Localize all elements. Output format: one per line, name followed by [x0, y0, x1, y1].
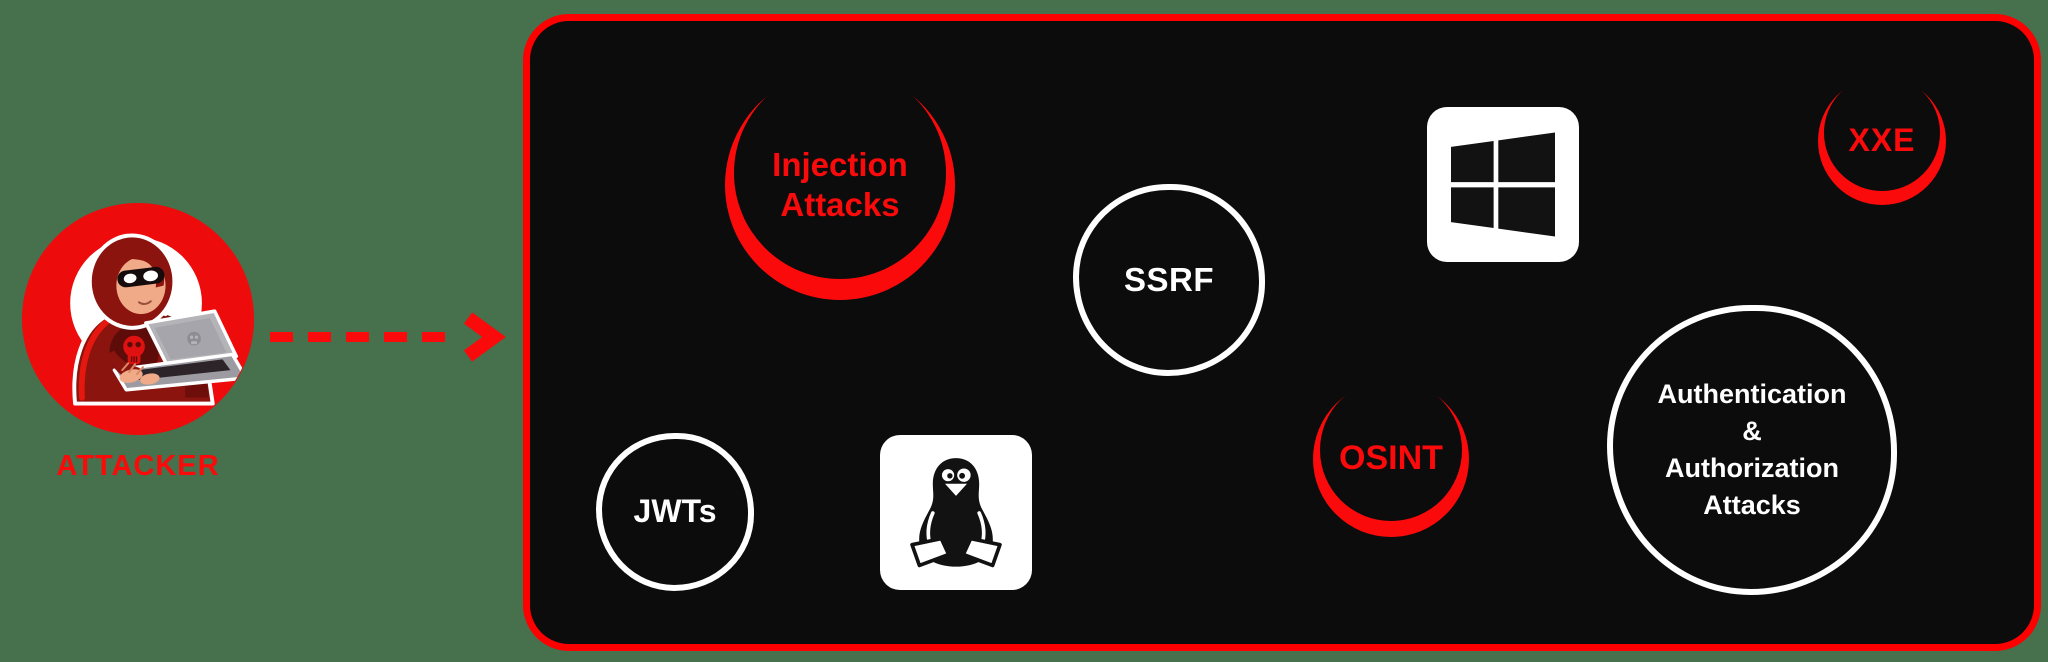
skull-emblem-icon — [123, 335, 145, 365]
topic-auth-attacks-circle: Authentication & Authorization Attacks — [1607, 305, 1897, 595]
attacker-label: ATTACKER — [56, 450, 220, 482]
dashed-arrow-right-icon — [270, 312, 506, 362]
topic-auth-attacks-label: Authentication & Authorization Attacks — [1657, 379, 1847, 520]
topic-ssrf-circle: SSRF — [1073, 184, 1265, 376]
laptop-skull-logo — [187, 331, 201, 346]
topic-osint-circle: OSINT — [1313, 379, 1469, 537]
windows-logo-tile — [1427, 107, 1579, 262]
topic-osint-label: OSINT — [1339, 439, 1443, 478]
topic-jwts-label: JWTs — [633, 493, 717, 530]
topic-xxe-label: XXE — [1848, 122, 1916, 159]
windows-logo-icon — [1451, 132, 1555, 237]
linux-tux-icon — [910, 457, 1002, 567]
topic-injection-attacks-label: Injection Attacks — [772, 145, 908, 223]
topic-injection-attacks-circle: Injection Attacks — [725, 67, 955, 300]
hooded-hacker-icon — [21, 202, 255, 436]
topic-ssrf-label: SSRF — [1123, 260, 1214, 298]
attacker-figure: ATTACKER — [20, 201, 256, 501]
attack-topics-panel: Injection Attacks SSRF XXE JWTs — [523, 14, 2041, 651]
topic-jwts-circle: JWTs — [596, 433, 754, 591]
linux-tux-tile — [880, 435, 1032, 590]
eye-mask — [117, 266, 165, 288]
topic-xxe-circle: XXE — [1818, 75, 1946, 205]
